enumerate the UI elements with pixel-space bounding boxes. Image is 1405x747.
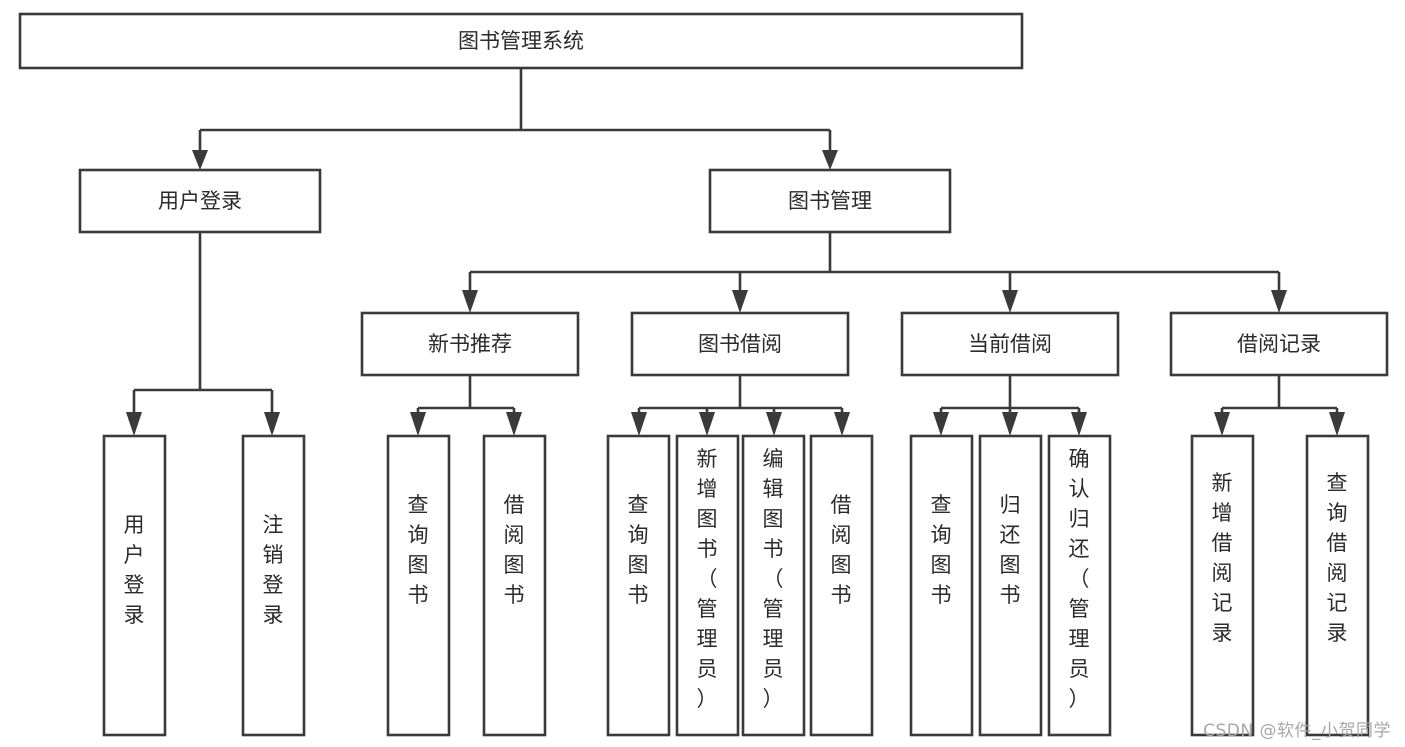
leaf-node-logout[interactable]: 注销登录 [241,434,306,737]
leaf-node-query-book-recommend[interactable]: 查询图书 [386,434,451,737]
arrow-head-to-leaf-user-login [126,412,142,436]
node-root-library-management-system[interactable]: 图书管理系统 [18,12,1024,70]
node-borrow-record[interactable]: 借阅记录 [1169,311,1389,377]
leaf-user-login-box[interactable] [102,434,167,737]
leaf-return-book-label: 归还图书 [1000,493,1021,607]
leaf-user-login-label: 用户登录 [124,513,145,627]
connector-group-borrow-record-to-leaves [1214,375,1345,436]
leaf-borrow-book-b-box[interactable] [809,434,874,737]
leaf-add-book-label: 新增图书（管理员） [697,447,718,711]
leaf-add-book-box[interactable] [675,434,740,737]
leaf-confirm-return-label: 确认归还（管理员） [1069,447,1090,711]
connector-group-book-management-to-level3 [462,232,1287,313]
leaf-edit-book-label: 编辑图书（管理员） [763,447,784,711]
leaf-node-query-book-current[interactable]: 查询图书 [909,434,974,737]
node-new-book-recommend-label: 新书推荐 [428,332,512,356]
leaf-node-add-borrow-record[interactable]: 新增借阅记录 [1190,434,1255,737]
node-root-box[interactable] [18,12,1024,70]
leaf-node-borrow-book-recommend[interactable]: 借阅图书 [482,434,547,737]
leaf-query-book-b-label: 查询图书 [628,493,649,607]
node-book-management[interactable]: 图书管理 [708,168,952,234]
arrow-head-to-leaf-edit-book [766,412,782,436]
leaf-edit-book-box[interactable] [741,434,806,737]
leaf-add-record-box[interactable] [1190,434,1255,737]
node-current-borrow-box[interactable] [900,311,1120,377]
leaf-query-record-box[interactable] [1305,434,1370,737]
connector-group-current-borrow-to-leaves [933,375,1087,436]
leaf-query-record-label: 查询借阅记录 [1327,471,1348,645]
leaf-confirm-return-box[interactable] [1047,434,1112,737]
node-book-borrow-box[interactable] [630,311,850,377]
leaf-node-edit-book-admin[interactable]: 编辑图书（管理员） [741,434,806,737]
node-book-borrow[interactable]: 图书借阅 [630,311,850,377]
arrow-head-to-current-borrow [1002,290,1018,313]
node-book-management-box[interactable] [708,168,952,234]
arrow-head-to-leaf-query-book-c [933,412,949,436]
node-current-borrow[interactable]: 当前借阅 [900,311,1120,377]
leaf-borrow-book-a-box[interactable] [482,434,547,737]
arrow-head-to-leaf-add-book [699,412,715,436]
node-book-borrow-label: 图书借阅 [698,332,782,356]
arrow-head-to-leaf-return-book [1002,412,1018,436]
node-root-label: 图书管理系统 [458,29,584,53]
arrow-head-to-book-borrow [732,290,748,313]
connector-group-user-login-to-leaves [126,232,280,436]
node-new-book-recommend-box[interactable] [360,311,580,377]
arrow-head-to-leaf-borrow-book-b [834,412,850,436]
leaf-query-book-a-label: 查询图书 [408,493,429,607]
leaf-add-record-label: 新增借阅记录 [1212,471,1233,645]
leaf-query-book-a-box[interactable] [386,434,451,737]
node-user-login-box[interactable] [78,168,322,234]
arrow-head-to-leaf-query-record [1329,412,1345,436]
arrow-head-to-leaf-borrow-book-a [506,412,522,436]
leaf-node-query-book-borrow[interactable]: 查询图书 [606,434,671,737]
arrow-head-to-borrow-record [1271,290,1287,313]
leaf-query-book-c-box[interactable] [909,434,974,737]
arrow-head-to-leaf-logout [264,412,280,436]
leaf-borrow-book-a-label: 借阅图书 [504,493,525,607]
arrow-head-to-user-login [192,150,208,170]
leaf-node-add-book-admin[interactable]: 新增图书（管理员） [675,434,740,737]
leaf-logout-label: 注销登录 [263,513,284,627]
node-book-management-label: 图书管理 [788,189,872,213]
leaf-query-book-b-box[interactable] [606,434,671,737]
node-user-login[interactable]: 用户登录 [78,168,322,234]
leaf-node-return-book[interactable]: 归还图书 [978,434,1043,737]
arrow-head-to-leaf-query-book-a [410,412,426,436]
node-user-login-label: 用户登录 [158,189,242,213]
leaf-borrow-book-b-label: 借阅图书 [831,493,852,607]
connector-group-new-book-recommend-to-leaves [410,375,522,436]
leaf-return-book-box[interactable] [978,434,1043,737]
node-new-book-recommend[interactable]: 新书推荐 [360,311,580,377]
node-current-borrow-label: 当前借阅 [968,332,1052,356]
node-borrow-record-box[interactable] [1169,311,1389,377]
arrow-head-to-leaf-query-book-b [631,412,647,436]
leaf-node-user-login[interactable]: 用户登录 [102,434,167,737]
connector-group-book-borrow-to-leaves [631,375,850,436]
leaf-node-borrow-book-borrow[interactable]: 借阅图书 [809,434,874,737]
leaf-node-confirm-return-admin[interactable]: 确认归还（管理员） [1047,434,1112,737]
leaf-node-query-borrow-record[interactable]: 查询借阅记录 [1305,434,1370,737]
leaf-query-book-c-label: 查询图书 [931,493,952,607]
node-borrow-record-label: 借阅记录 [1237,332,1321,356]
arrow-head-to-new-book-recommend [462,290,478,313]
connector-group-root-to-level2 [192,68,838,170]
arrow-head-to-leaf-confirm-return [1071,412,1087,436]
arrow-head-to-book-management [822,150,838,170]
arrow-head-to-leaf-add-record [1214,412,1230,436]
leaf-logout-box[interactable] [241,434,306,737]
